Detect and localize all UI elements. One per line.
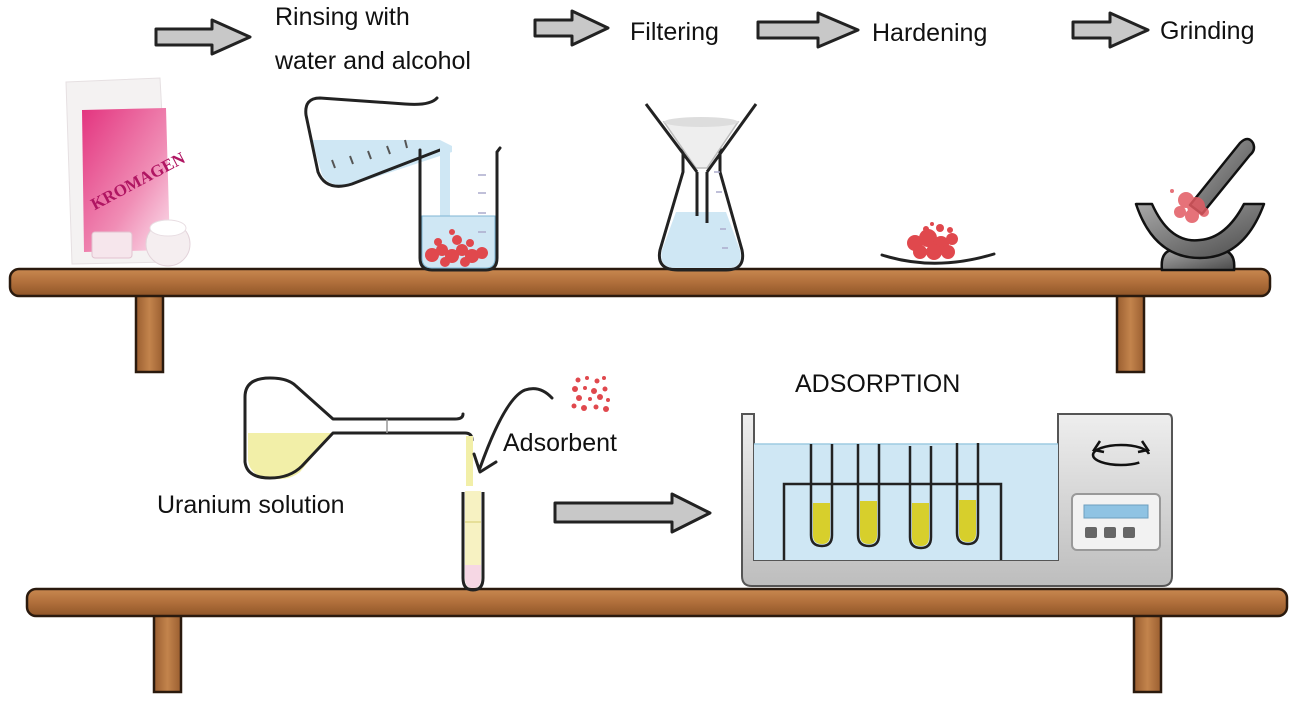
uranium-stream — [466, 436, 473, 486]
label-rinsing-line1: Rinsing with — [275, 3, 410, 31]
control-button — [1123, 527, 1135, 538]
label-uranium-solution: Uranium solution — [157, 491, 345, 519]
lower-shelf-board — [25, 587, 1289, 618]
arrow-to-adsorption — [553, 492, 712, 534]
control-button — [1104, 527, 1116, 538]
adsorbent-particles — [571, 376, 610, 412]
rinsing-beaker — [418, 146, 502, 272]
bath-test-tube — [955, 443, 980, 546]
upper-shelf-leg-right — [1115, 290, 1146, 374]
bath-test-tube — [856, 444, 881, 548]
pouring-flask — [304, 96, 452, 238]
label-adsorption: ADSORPTION — [795, 370, 961, 398]
control-button — [1085, 527, 1097, 538]
rotation-icon — [1091, 440, 1151, 467]
water-stream — [440, 148, 450, 238]
label-rinsing-line2: water and alcohol — [275, 47, 471, 75]
arrow-to-hardening — [756, 11, 860, 49]
upper-shelf-board — [8, 267, 1272, 298]
mortar-and-pestle — [1134, 137, 1266, 272]
ground-particles — [1170, 189, 1209, 223]
label-filtering: Filtering — [630, 18, 719, 46]
bath-water — [754, 444, 1058, 560]
gel-particles — [425, 229, 488, 267]
upper-shelf-leg-left — [134, 290, 165, 374]
shaking-water-bath — [741, 413, 1173, 587]
bath-test-tube — [809, 444, 834, 548]
display-screen — [1083, 504, 1149, 519]
arrow-to-rinsing — [154, 18, 252, 56]
bath-test-tubes — [809, 443, 980, 550]
lower-shelf-leg-right — [1132, 610, 1163, 694]
alginate-package: KROMAGEN — [65, 77, 191, 267]
lower-shelf — [25, 587, 1289, 694]
bath-test-tube — [908, 446, 933, 550]
label-adsorbent: Adsorbent — [503, 429, 617, 457]
filter-flask — [657, 142, 745, 272]
hardening-dish — [880, 222, 996, 265]
label-hardening: Hardening — [872, 19, 988, 47]
lower-shelf-leg-left — [152, 610, 183, 694]
label-grinding: Grinding — [1160, 17, 1255, 45]
adsorbent-drop-arrow — [472, 387, 554, 474]
upper-shelf — [8, 267, 1272, 374]
arrow-to-filtering — [533, 9, 610, 47]
uranium-volumetric-flask — [243, 376, 474, 486]
tube-rack — [782, 482, 1003, 560]
control-panel — [1071, 493, 1161, 551]
arrow-to-grinding — [1071, 11, 1150, 49]
sample-test-tube — [461, 491, 485, 592]
filter-funnel — [644, 103, 758, 223]
